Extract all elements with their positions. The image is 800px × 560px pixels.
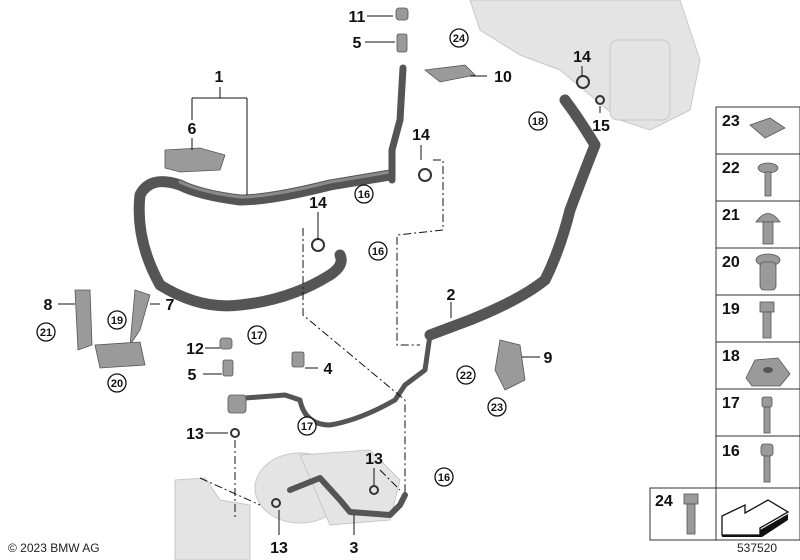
o-ring-14b xyxy=(311,238,325,252)
circled-callout-16: 16 xyxy=(434,467,454,487)
legend-18: 18 xyxy=(722,348,740,365)
svg-text:18: 18 xyxy=(532,116,544,128)
callouts: 1 6 11 5 14 14 14 15 2 10 9 8 7 12 5 4 1… xyxy=(44,9,610,557)
hex-bolt-icon xyxy=(759,301,775,339)
o-ring-13 xyxy=(230,428,240,438)
circled-callout-17: 17 xyxy=(247,325,267,345)
flange-nut-icon xyxy=(745,357,791,387)
sensor-4 xyxy=(291,351,305,368)
o-ring-14 xyxy=(418,168,432,182)
circled-callout-20: 20 xyxy=(107,373,127,393)
hose-1 xyxy=(133,169,396,312)
callout-14: 14 xyxy=(309,195,327,212)
o-ring-13b xyxy=(369,485,379,495)
bracket-7 xyxy=(129,289,151,346)
parts-legend: 23 22 21 20 19 18 17 16 24 xyxy=(649,106,800,541)
socket-head-screw-icon xyxy=(760,443,774,483)
callout-13: 13 xyxy=(365,451,383,468)
callout-8: 8 xyxy=(44,297,53,314)
cap-12 xyxy=(219,337,233,350)
circled-callout-18: 18 xyxy=(528,111,548,131)
svg-text:17: 17 xyxy=(301,421,313,433)
legend-19: 19 xyxy=(722,301,740,318)
dash-dot-lines xyxy=(199,159,444,520)
clip-nut-icon xyxy=(749,117,786,139)
callout-3: 3 xyxy=(350,540,359,557)
block-fitting xyxy=(227,394,247,414)
holder-6 xyxy=(164,147,226,173)
bracket-8 xyxy=(74,289,93,351)
direction-arrow-icon xyxy=(721,499,790,537)
callout-6: 6 xyxy=(188,121,197,138)
plate-20 xyxy=(94,341,146,369)
callout-13: 13 xyxy=(186,426,204,443)
callout-15: 15 xyxy=(592,118,610,135)
callout-12: 12 xyxy=(186,341,204,358)
callout-14: 14 xyxy=(573,49,591,66)
circled-callout-19: 19 xyxy=(107,310,127,330)
svg-text:19: 19 xyxy=(111,315,123,327)
svg-text:17: 17 xyxy=(251,330,263,342)
hose-2 xyxy=(242,94,601,428)
circled-callout-17: 17 xyxy=(297,416,317,436)
callout-1: 1 xyxy=(215,69,224,86)
valve-5-top xyxy=(396,33,408,53)
callout-4: 4 xyxy=(324,361,333,378)
svg-text:20: 20 xyxy=(111,378,123,390)
svg-text:16: 16 xyxy=(438,472,450,484)
hose-pressure-line xyxy=(388,64,407,184)
legend-16: 16 xyxy=(722,443,740,460)
callout-2: 2 xyxy=(447,287,456,304)
callout-7: 7 xyxy=(166,297,175,314)
svg-text:16: 16 xyxy=(372,246,384,258)
circled-callout-16: 16 xyxy=(354,184,374,204)
leader-lines xyxy=(58,15,601,535)
cap-11 xyxy=(395,7,409,21)
circled-callout-16: 16 xyxy=(368,241,388,261)
svg-text:22: 22 xyxy=(460,370,472,382)
rivet-nut-icon xyxy=(755,253,781,291)
svg-text:24: 24 xyxy=(453,33,466,45)
circled-callouts: 24 16 16 18 19 21 20 17 17 22 23 16 xyxy=(36,28,548,487)
callout-5: 5 xyxy=(353,35,362,52)
circled-callout-23: 23 xyxy=(487,397,507,417)
o-ring-15 xyxy=(595,95,605,105)
dryer-ghost xyxy=(174,477,251,560)
callout-13: 13 xyxy=(270,540,288,557)
button-head-bolt-icon xyxy=(755,213,781,245)
circled-callout-21: 21 xyxy=(36,322,56,342)
callout-14: 14 xyxy=(412,127,430,144)
hose-3 xyxy=(287,475,408,518)
callout-5: 5 xyxy=(188,367,197,384)
bracket-9 xyxy=(494,339,526,391)
svg-text:23: 23 xyxy=(491,402,503,414)
screw-icon xyxy=(757,162,779,197)
circled-callout-24: 24 xyxy=(449,28,469,48)
legend-17: 17 xyxy=(722,395,740,412)
legend-20: 20 xyxy=(722,254,740,271)
small-parts xyxy=(74,7,605,508)
evaporator-housing-ghost xyxy=(469,0,701,131)
legend-23: 23 xyxy=(722,113,740,130)
copyright: © 2023 BMW AG xyxy=(8,541,100,555)
socket-head-screw-icon xyxy=(761,396,773,434)
o-ring-13c xyxy=(271,498,281,508)
valve-5-low xyxy=(222,359,234,377)
callout-9: 9 xyxy=(544,350,553,367)
callout-11: 11 xyxy=(349,9,366,26)
o-ring-14c xyxy=(576,75,590,89)
flange-bolt-icon xyxy=(683,493,699,535)
svg-text:16: 16 xyxy=(358,189,370,201)
bracket-10 xyxy=(424,64,476,83)
legend-22: 22 xyxy=(722,160,740,177)
legend-24: 24 xyxy=(655,493,673,510)
callout-10: 10 xyxy=(494,69,512,86)
diagram-number: 537520 xyxy=(737,541,777,555)
svg-text:21: 21 xyxy=(40,327,52,339)
circled-callout-22: 22 xyxy=(456,365,476,385)
legend-21: 21 xyxy=(722,207,740,224)
